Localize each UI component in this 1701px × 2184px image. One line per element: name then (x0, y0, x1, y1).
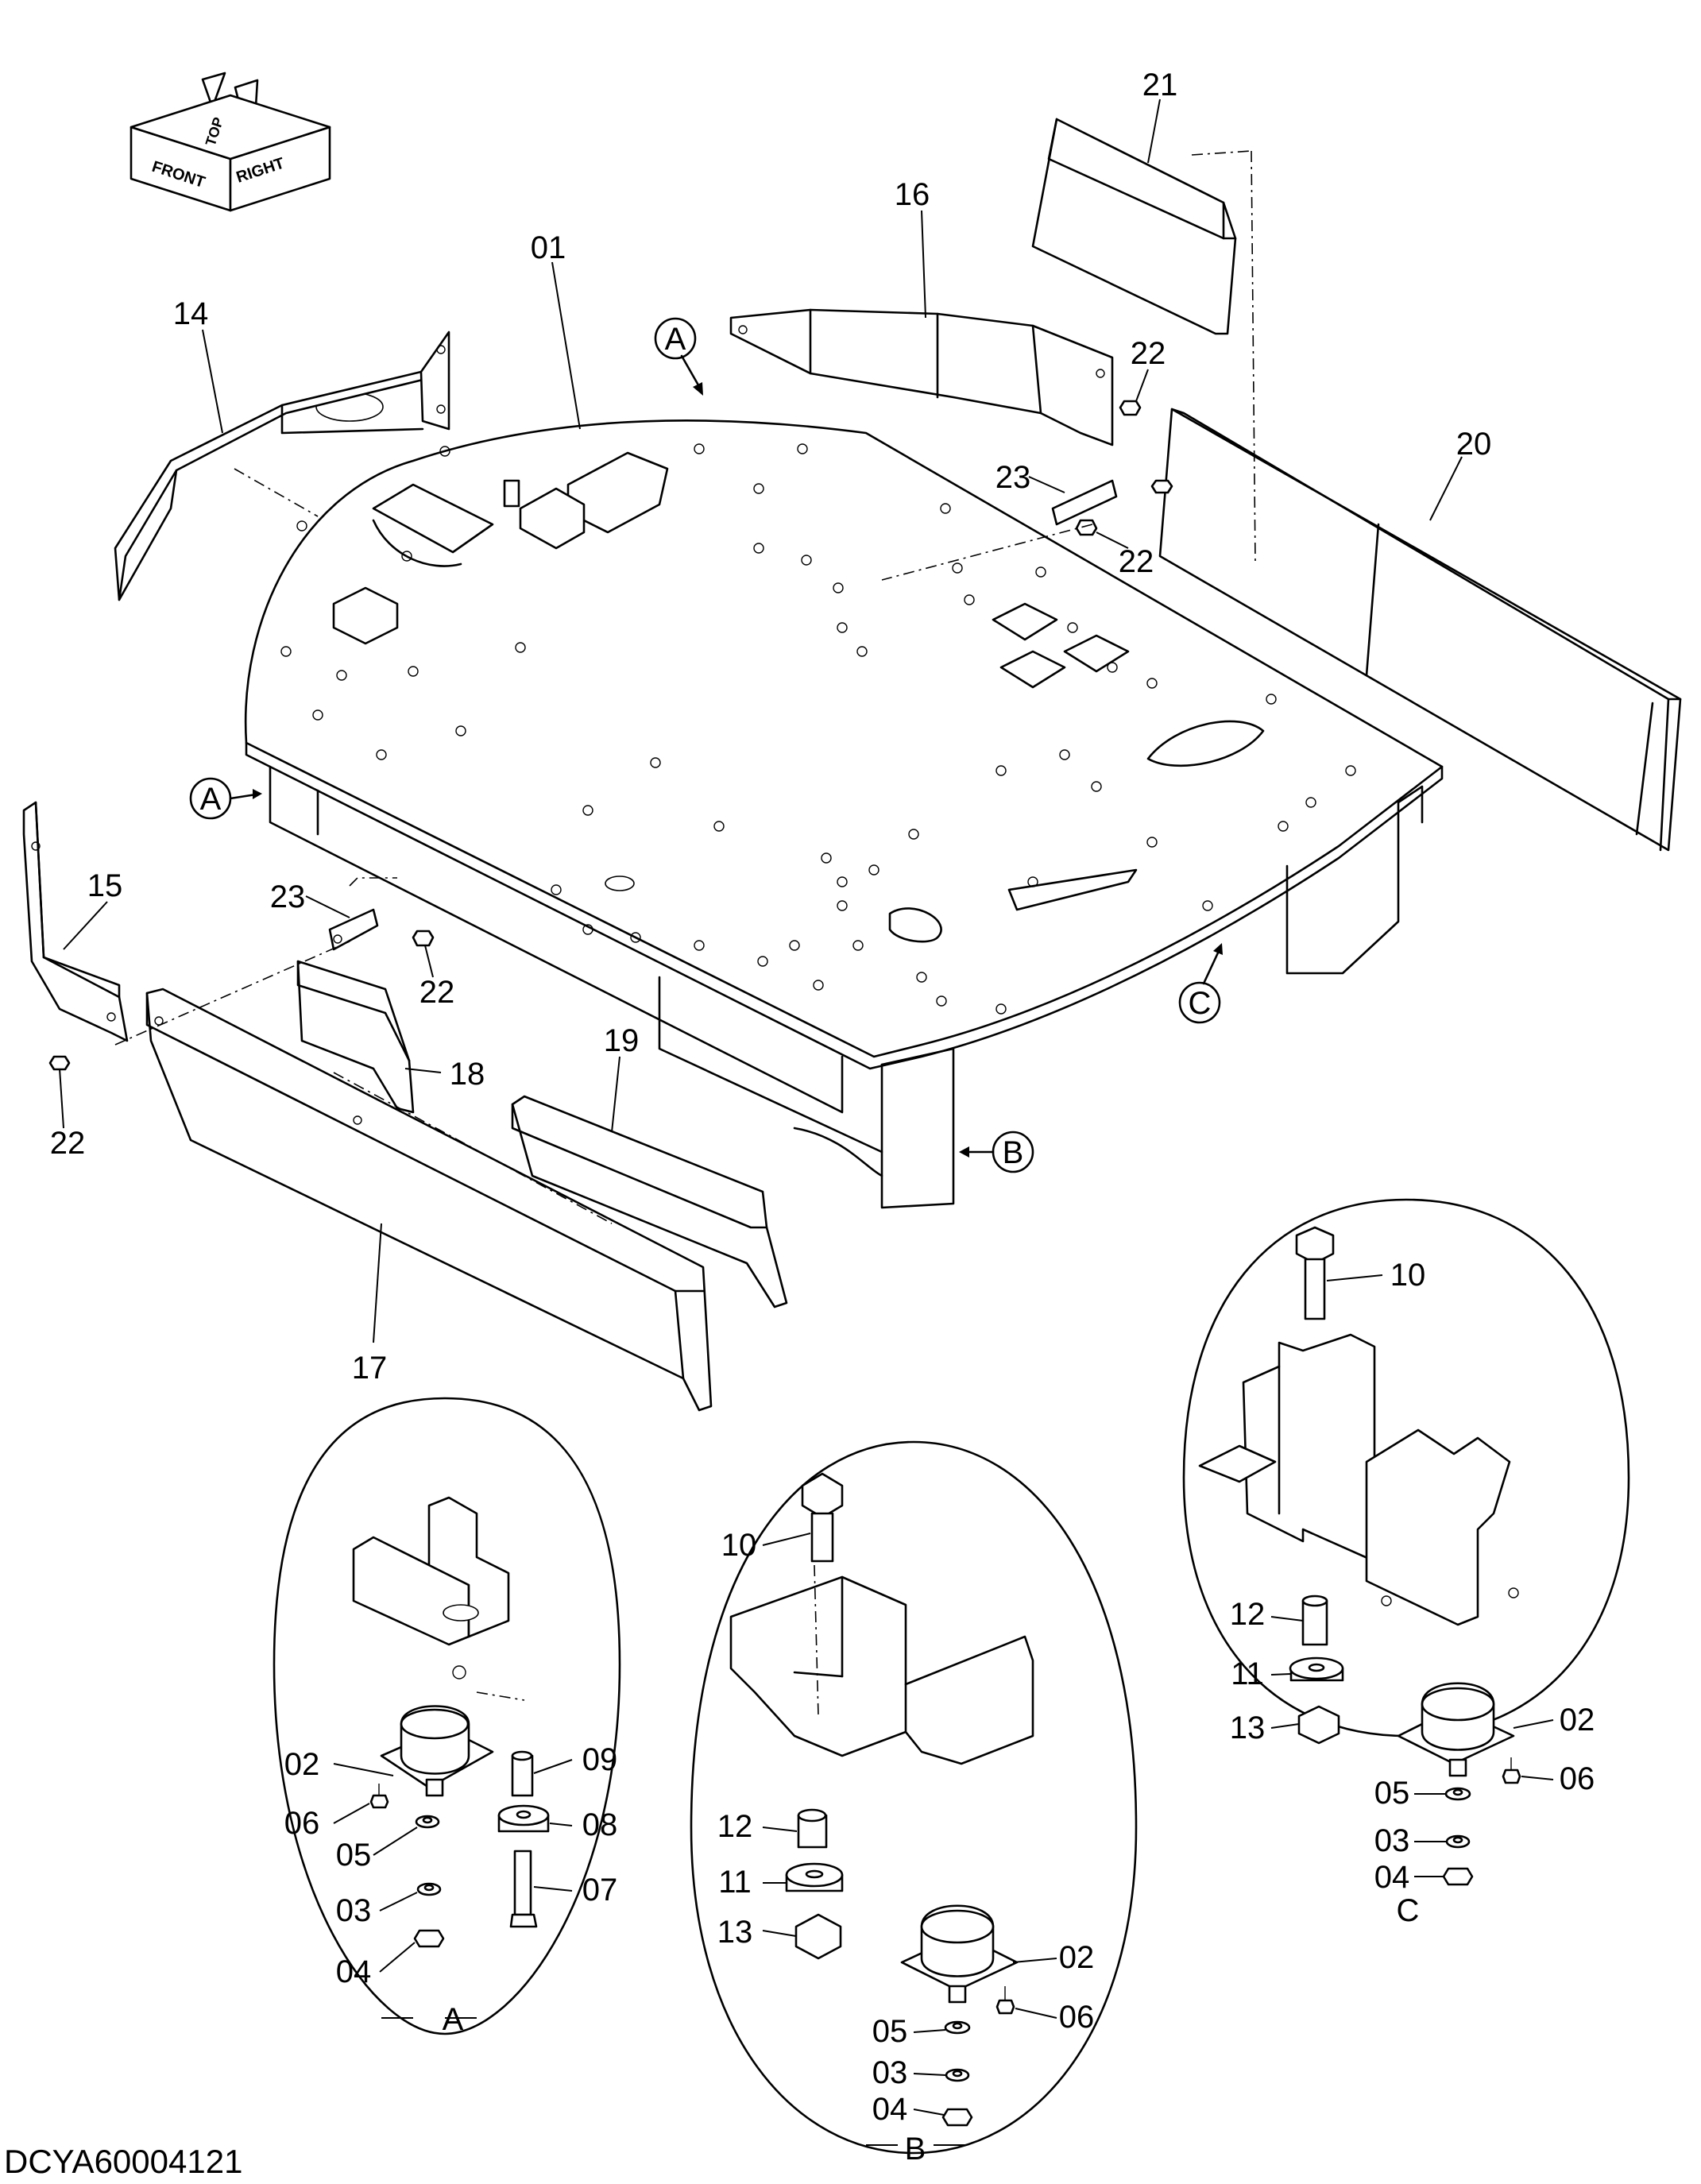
callout-a-03: 03 (336, 1893, 372, 1928)
callout-c-04: 04 (1374, 1860, 1410, 1895)
callout-c-05: 05 (1374, 1776, 1410, 1811)
callout-b-11: 11 (718, 1865, 752, 1900)
guard-16 (729, 308, 1114, 446)
callout-b-10: 10 (721, 1528, 757, 1563)
callout-c-13: 13 (1230, 1710, 1266, 1745)
view-marker-b-label: B (1003, 1135, 1024, 1170)
cover-19 (511, 1095, 788, 1308)
callout-b-12: 12 (717, 1809, 753, 1844)
view-marker-c-label: C (1189, 986, 1212, 1021)
callout-a-04: 04 (336, 1954, 372, 1989)
callout-c-03: 03 (1374, 1823, 1410, 1858)
view-marker-a-top-label: A (665, 322, 686, 357)
callout-17: 17 (352, 1351, 388, 1386)
detail-view-b (690, 1440, 1138, 2155)
callout-23-left: 23 (270, 879, 306, 914)
view-marker-b: B (959, 1131, 1034, 1173)
callouts: 21 16 01 14 22 20 23 22 15 23 22 18 19 2… (50, 68, 1595, 2167)
callout-16: 16 (895, 177, 930, 212)
callout-a-02: 02 (284, 1747, 320, 1782)
leader-lines (59, 99, 1554, 2146)
orientation-symbol: FRONT RIGHT TOP (130, 72, 331, 212)
callout-a-09: 09 (582, 1742, 618, 1777)
bracket-23-left (328, 908, 435, 951)
callout-c-12: 12 (1230, 1597, 1266, 1632)
callout-c-10: 10 (1390, 1258, 1426, 1293)
view-label-b: B (905, 2132, 926, 2167)
bolt-22-lower (48, 1055, 71, 1071)
view-marker-c: C (1178, 943, 1223, 1024)
callout-a-08: 08 (582, 1807, 618, 1842)
callout-23-right: 23 (995, 460, 1031, 495)
callout-19: 19 (604, 1023, 640, 1058)
callout-a-06: 06 (284, 1806, 320, 1841)
drawing-code: DCYA60004121 (4, 2143, 242, 2180)
view-marker-a-left-label: A (200, 782, 222, 817)
view-label-c: C (1397, 1893, 1420, 1928)
callout-b-03: 03 (872, 2055, 908, 2090)
cover-21 (1031, 118, 1237, 335)
callout-14: 14 (173, 296, 209, 331)
detail-view-a (273, 1397, 621, 2035)
cover-17 (145, 988, 713, 1412)
view-label-a: A (443, 2002, 464, 2037)
callout-b-04: 04 (872, 2092, 908, 2127)
callout-22-right: 22 (1119, 544, 1154, 579)
cover-20 (1158, 408, 1682, 852)
callout-01: 01 (531, 230, 566, 265)
guard-15 (22, 801, 129, 1042)
guard-14 (114, 330, 450, 601)
callout-a-05: 05 (336, 1838, 372, 1873)
callout-c-06: 06 (1560, 1761, 1595, 1796)
callout-a-07: 07 (582, 1873, 618, 1908)
callout-22-top: 22 (1131, 336, 1166, 371)
floor-plate (244, 392, 1444, 1209)
callout-20: 20 (1456, 427, 1492, 462)
cover-18 (296, 960, 415, 1114)
callout-b-13: 13 (717, 1915, 753, 1950)
bracket-23-right (1051, 400, 1173, 536)
callout-c-11: 11 (1231, 1656, 1264, 1691)
assembly-lines (114, 150, 1256, 1224)
callout-b-02: 02 (1059, 1940, 1095, 1975)
callout-18: 18 (450, 1057, 485, 1092)
callout-15: 15 (87, 868, 123, 903)
callout-c-02: 02 (1560, 1703, 1595, 1738)
callout-b-06: 06 (1059, 2000, 1095, 2035)
callout-21: 21 (1142, 68, 1178, 102)
callout-22-mid: 22 (419, 975, 455, 1010)
callout-22-left: 22 (50, 1126, 86, 1161)
view-marker-a-top: A (654, 317, 703, 396)
view-marker-a-left: A (189, 777, 262, 820)
callout-b-05: 05 (872, 2014, 908, 2049)
detail-view-c (1182, 1198, 1630, 1886)
